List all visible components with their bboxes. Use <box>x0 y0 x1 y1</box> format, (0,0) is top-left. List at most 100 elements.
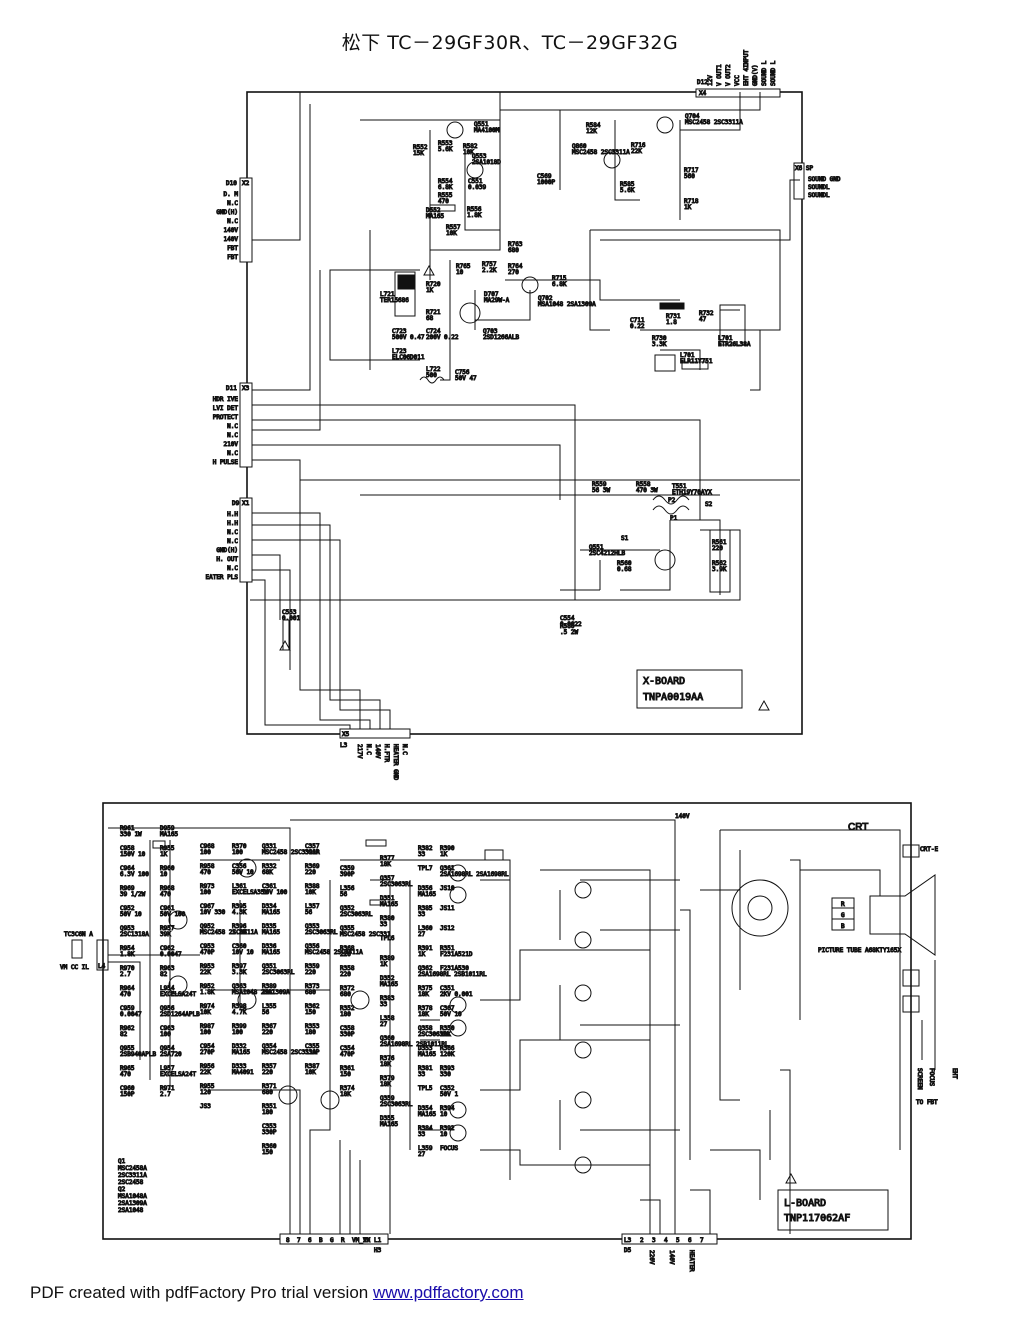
l-board-component-ref: L357 <box>305 903 320 910</box>
connector-bottom-left-pin-label: VX <box>363 1237 371 1244</box>
connector-d12-pin-label: EHT 4INPUT <box>743 49 750 86</box>
l-board-component-value: MA4091 <box>232 1069 254 1076</box>
l-board-component-ref: R361 <box>340 1065 355 1072</box>
x-board-component-ref: R557 <box>446 224 461 231</box>
l-board-component-ref: Q354 <box>262 1043 277 1050</box>
l-board-component-ref: Q356 <box>305 943 320 950</box>
connector-bottom-left-pin-label: VM_IN <box>352 1237 370 1244</box>
l-board-component-value: 2SC3063RL <box>305 929 338 936</box>
l-board-component-ref: R351 <box>262 1103 277 1110</box>
l-board-component-value: MA165 <box>380 1121 398 1128</box>
l-board-component-ref: Q954 <box>160 1045 175 1052</box>
l-board-component-ref: C359 <box>340 865 355 872</box>
l-board-component-value: 470P <box>200 949 215 956</box>
l-board-component-value: 10 <box>440 1131 448 1138</box>
x-board-component-value: 2.2K <box>482 267 497 274</box>
x-board-component-value: 200V 0.22 <box>426 334 459 341</box>
l-board-component-value: 50V 10 <box>440 1011 462 1018</box>
connector-sp-ref: X6 SP <box>795 165 813 172</box>
x-board-component-ref: D552 <box>426 207 441 214</box>
x-board-component-value: .5 2W <box>560 629 578 636</box>
connector-bottom-left-pin-label: 7 <box>297 1237 301 1244</box>
x-board-component-value: 1000P <box>537 179 555 186</box>
l-board-component-value: 180 <box>340 1011 351 1018</box>
l-board-component-value: 1.8K <box>200 989 215 996</box>
l-board-component-value: 270P <box>200 1049 215 1056</box>
l-board-component-ref: R394 <box>440 1105 455 1112</box>
l-board-component-ref: JS10 <box>440 885 455 892</box>
l-board-component-ref: R369 <box>305 863 320 870</box>
x-board-component-labels: Q551MA4100MR5535.6KR55215KR58210KQ5532SA… <box>282 113 752 637</box>
l-board-component-value: 220 <box>340 971 351 978</box>
l-board-component-ref: C352 <box>440 1085 455 1092</box>
l-board-component-ref: L361 <box>232 883 247 890</box>
x-board-component-ref: R757 <box>482 261 497 268</box>
l-board-component-value: 150P <box>120 1091 135 1098</box>
x-board-component-value: MA165 <box>426 213 444 220</box>
l-board-component-ref: R958 <box>200 863 215 870</box>
connector-d11-ref: D11 <box>226 385 237 392</box>
connector-bottom-left-h: H3 <box>374 1247 382 1254</box>
connector-x5-pin-label: H.FTR <box>383 744 390 762</box>
x-board-component-value: ELR11Y751 <box>680 358 713 365</box>
x-board-component-value: 10 <box>456 269 464 276</box>
crt-output-labels: SCREEN FOCUS EHT TO FBT <box>916 1068 959 1107</box>
connector-bottom-left-pin-label: G <box>330 1237 334 1244</box>
x-board-component-value: 2SA1018D <box>472 159 501 166</box>
l-board-component-ref: D356 <box>418 885 433 892</box>
l-board-component-ref: F231A530 <box>440 965 469 972</box>
l-board-component-ref: D353 <box>418 1045 433 1052</box>
l-board-component-value: 56 <box>305 909 313 916</box>
svg-text:B: B <box>841 923 845 930</box>
l-board-component-ref: D351 <box>380 895 395 902</box>
l-board-component-ref: C351 <box>440 985 455 992</box>
l-board: 140V CRT CRT-E PICTURE TUBE A68KTY165X T… <box>60 802 959 1273</box>
l-board-component-value: 27 <box>418 931 426 938</box>
x-board-component-ref: Q702 <box>538 295 553 302</box>
l-board-component-ref: C968 <box>200 843 215 850</box>
x-board-component-ref: R585 <box>620 181 635 188</box>
l-board-component-value: MA165 <box>418 1111 436 1118</box>
l-board-component-value: 2SA720 <box>160 1051 182 1058</box>
l-board-component-ref: R374 <box>340 1085 355 1092</box>
x-board-component-value: 15K <box>413 150 424 157</box>
l-board-component-value: 10K <box>305 1069 316 1076</box>
l-board-component-value: MA165 <box>418 1051 436 1058</box>
l-board-component-ref: JS3 <box>200 1103 211 1110</box>
l-board-component-ref: C959 <box>120 1005 135 1012</box>
x-board-part: TNPA0019AA <box>643 692 703 703</box>
x-board-component-ref: R721 <box>426 309 441 316</box>
focus-label: FOCUS <box>928 1068 935 1086</box>
l-board-component-ref: C962 <box>160 945 175 952</box>
l-board-component-value: MSC2458 2SC331 <box>340 931 391 938</box>
x-board-component-ref: R584 <box>586 122 601 129</box>
l-board-component-value: 100 <box>160 1031 171 1038</box>
footer-link[interactable]: www.pdffactory.com <box>372 1283 524 1302</box>
x-board-component-value: TER15686 <box>380 297 409 304</box>
connector-d12-pin-label: V OUT1 <box>716 64 723 86</box>
x-board-component-value: ELC06D011 <box>392 354 425 361</box>
l-board-component-value: 470 <box>120 1071 131 1078</box>
l-board-component-ref: Q952 <box>200 923 215 930</box>
connector-d11-pin-label: N.C <box>227 432 238 439</box>
footer: PDF created with pdfFactory Pro trial ve… <box>30 1283 524 1303</box>
l-board-component-ref: C361 <box>262 883 277 890</box>
x-board-component-value: 1K <box>684 204 692 211</box>
x-board-component-ref: R552 <box>413 144 428 151</box>
connector-d9-pin-label: N.C <box>227 565 238 572</box>
x-board-component-ref: R720 <box>426 281 441 288</box>
connector-d10-pin-label: GND(H) <box>216 209 238 216</box>
connector-bottom-right-pin-label: 3 <box>652 1237 656 1244</box>
connector-left-ref: TC3C6N A <box>64 931 93 938</box>
x-board-component-ref: R730 <box>652 335 667 342</box>
x-board-component-value: 470 <box>438 198 449 205</box>
l-board-part: TNP117062AF <box>784 1213 850 1224</box>
x-board-component-value: 1K <box>426 287 434 294</box>
l-board-component-ref: C356 <box>232 863 247 870</box>
x-board-component-ref: R560 <box>617 560 632 567</box>
l-board-component-ref: R368 <box>340 945 355 952</box>
connector-left: TC3C6N A L4 VM CC IL <box>60 931 109 972</box>
connector-d9-pin-label: H.H <box>227 511 238 518</box>
l-board-component-ref: D335 <box>262 923 277 930</box>
l-board-component-value: 39 1/2W <box>120 891 146 898</box>
